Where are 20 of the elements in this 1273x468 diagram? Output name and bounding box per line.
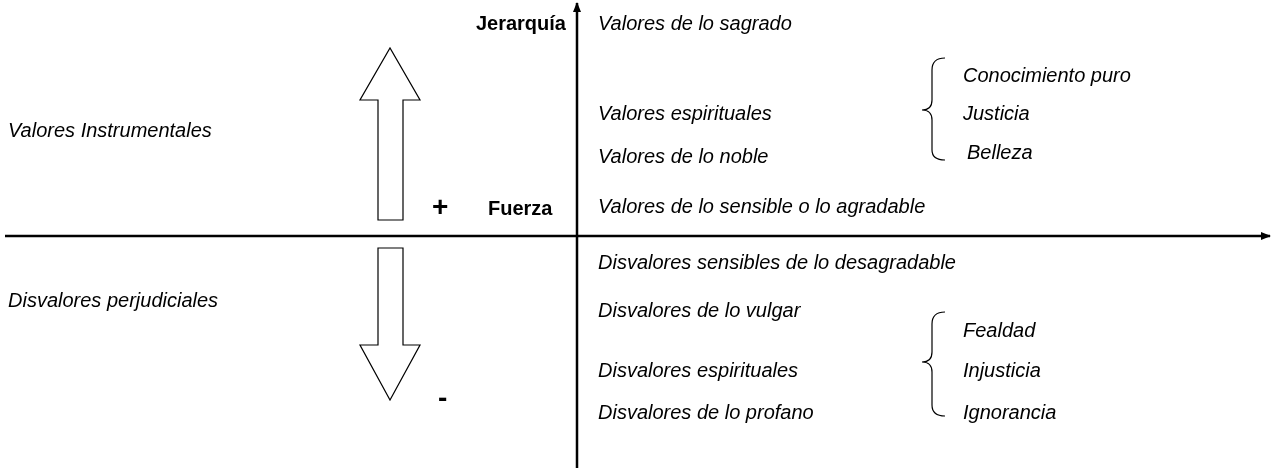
value-label: Belleza (967, 140, 1033, 164)
value-label: Valores de lo sensible o lo agradable (598, 194, 926, 218)
axis-label: Fuerza (488, 196, 553, 220)
value-label: Disvalores perjudiciales (8, 288, 219, 312)
value-label: Ignorancia (963, 400, 1057, 424)
value-label: Disvalores de lo vulgar (598, 298, 801, 322)
value-label: Injusticia (963, 358, 1041, 382)
value-label: Disvalores espirituales (598, 358, 799, 382)
sign-label: - (438, 381, 448, 415)
value-label: Valores Instrumentales (8, 118, 212, 142)
value-label: Valores de lo sagrado (598, 11, 792, 35)
value-label: Valores de lo noble (598, 144, 769, 168)
value-label: Justicia (963, 101, 1030, 125)
sign-label: + (432, 190, 449, 224)
axis-label: Jerarquía (475, 11, 566, 35)
value-label: Fealdad (963, 318, 1036, 342)
value-label: Disvalores de lo profano (598, 400, 814, 424)
value-label: Valores espirituales (598, 101, 772, 125)
value-label: Disvalores sensibles de lo desagradable (598, 250, 956, 274)
value-label: Conocimiento puro (963, 63, 1131, 87)
